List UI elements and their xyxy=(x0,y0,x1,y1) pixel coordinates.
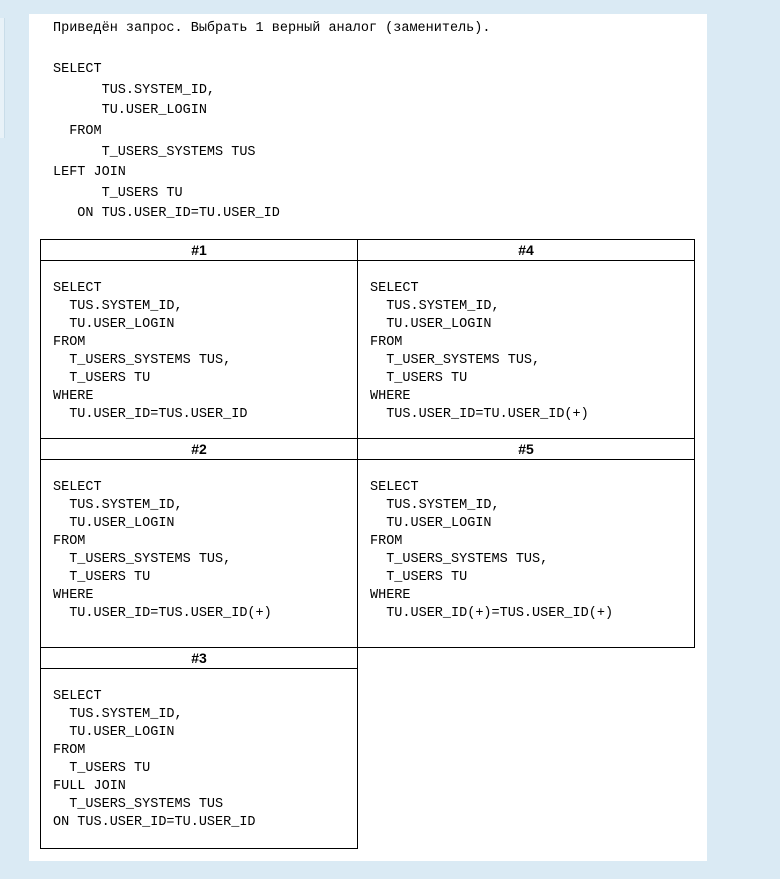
query-line: LEFT JOIN xyxy=(53,165,126,181)
left-edge-decoration xyxy=(0,18,5,138)
option-code: SELECT TUS.SYSTEM_ID, TU.USER_LOGIN FROM… xyxy=(370,480,614,621)
question-text-block: Приведён запрос. Выбрать 1 верный аналог… xyxy=(53,19,490,225)
query-line: T_USERS TU xyxy=(53,185,183,201)
question-prompt: Приведён запрос. Выбрать 1 верный аналог… xyxy=(53,21,491,36)
option-label: #2 xyxy=(41,439,357,460)
option-code: SELECT TUS.SYSTEM_ID, TU.USER_LOGIN FROM… xyxy=(370,281,589,422)
query-line: SELECT xyxy=(53,62,102,78)
option-label: #3 xyxy=(41,648,357,669)
option-cell-5[interactable]: #5 SELECT TUS.SYSTEM_ID, TU.USER_LOGIN F… xyxy=(357,438,695,648)
query-line: ON TUS.USER_ID=TU.USER_ID xyxy=(53,206,280,222)
option-cell-3[interactable]: #3 SELECT TUS.SYSTEM_ID, TU.USER_LOGIN F… xyxy=(40,647,358,849)
option-cell-4[interactable]: #4 SELECT TUS.SYSTEM_ID, TU.USER_LOGIN F… xyxy=(357,239,695,439)
option-cell-2[interactable]: #2 SELECT TUS.SYSTEM_ID, TU.USER_LOGIN F… xyxy=(40,438,358,648)
query-line: TUS.SYSTEM_ID, xyxy=(53,82,216,98)
option-code: SELECT TUS.SYSTEM_ID, TU.USER_LOGIN FROM… xyxy=(53,689,256,830)
query-line: T_USERS_SYSTEMS TUS xyxy=(53,144,256,160)
option-cell-1[interactable]: #1 SELECT TUS.SYSTEM_ID, TU.USER_LOGIN F… xyxy=(40,239,358,439)
option-label: #1 xyxy=(41,240,357,261)
query-line: FROM xyxy=(53,123,102,139)
option-label: #4 xyxy=(358,240,694,261)
option-code: SELECT TUS.SYSTEM_ID, TU.USER_LOGIN FROM… xyxy=(53,480,272,621)
query-line: TU.USER_LOGIN xyxy=(53,103,207,119)
option-code: SELECT TUS.SYSTEM_ID, TU.USER_LOGIN FROM… xyxy=(53,281,248,422)
option-label: #5 xyxy=(358,439,694,460)
